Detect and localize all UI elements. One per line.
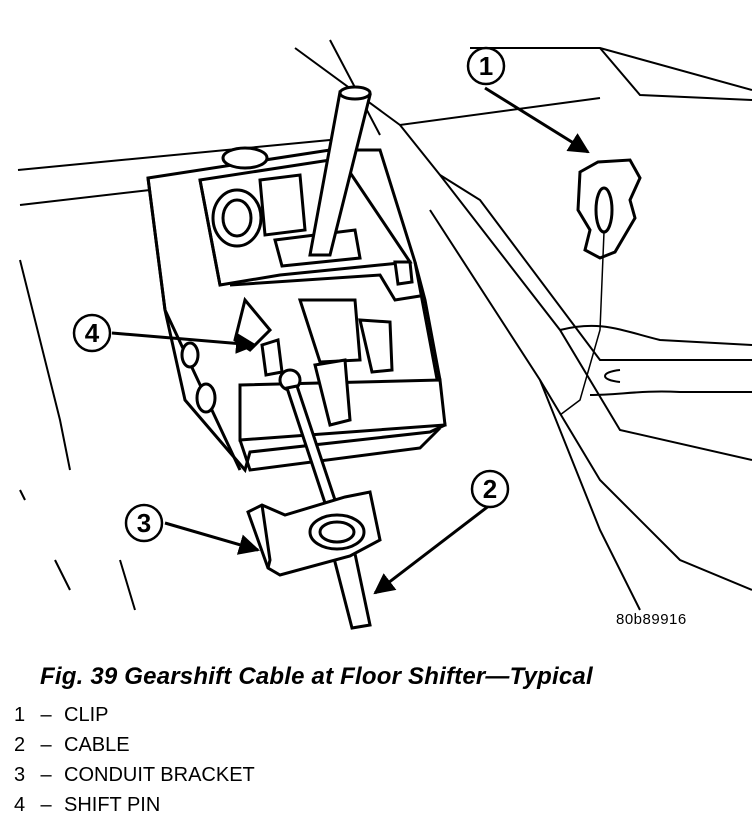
legend-item: 2–CABLE [14, 730, 255, 760]
callout-4: 4 [72, 313, 112, 353]
image-code: 80b89916 [616, 611, 687, 628]
legend-number: 2 [14, 734, 26, 756]
figure-caption: Fig. 39 Gearshift Cable at Floor Shifter… [40, 663, 593, 690]
legend-label: SHIFT PIN [64, 794, 161, 816]
conduit-bracket [246, 490, 382, 577]
legend-number: 1 [14, 704, 26, 726]
svg-text:2: 2 [483, 474, 497, 504]
retaining-clip [559, 158, 642, 416]
legend-item: 3–CONDUIT BRACKET [14, 760, 255, 790]
legend-dash: – [40, 794, 52, 816]
legend-label: CONDUIT BRACKET [64, 764, 255, 786]
callout-1: 1 [466, 46, 506, 86]
callout-3: 3 [124, 503, 164, 543]
callout-2: 2 [470, 469, 510, 509]
legend-item: 4–SHIFT PIN [14, 790, 255, 820]
legend-item: 1–CLIP [14, 700, 255, 730]
shift-lever [308, 85, 372, 257]
gearshift-illustration: 1 4 3 2 [17, 39, 752, 630]
legend-number: 4 [14, 794, 26, 816]
svg-text:4: 4 [85, 318, 100, 348]
svg-text:1: 1 [479, 51, 493, 81]
legend-dash: – [40, 734, 52, 756]
svg-text:3: 3 [137, 508, 151, 538]
callout-arrows [111, 86, 590, 595]
legend-number: 3 [14, 764, 26, 786]
floor-panel-lines [17, 39, 752, 611]
legend-label: CABLE [64, 734, 130, 756]
legend-dash: – [40, 704, 52, 726]
legend: 1–CLIP 2–CABLE 3–CONDUIT BRACKET 4–SHIFT… [14, 700, 255, 820]
shifter-housing [146, 146, 447, 474]
legend-dash: – [40, 764, 52, 786]
legend-label: CLIP [64, 704, 109, 726]
